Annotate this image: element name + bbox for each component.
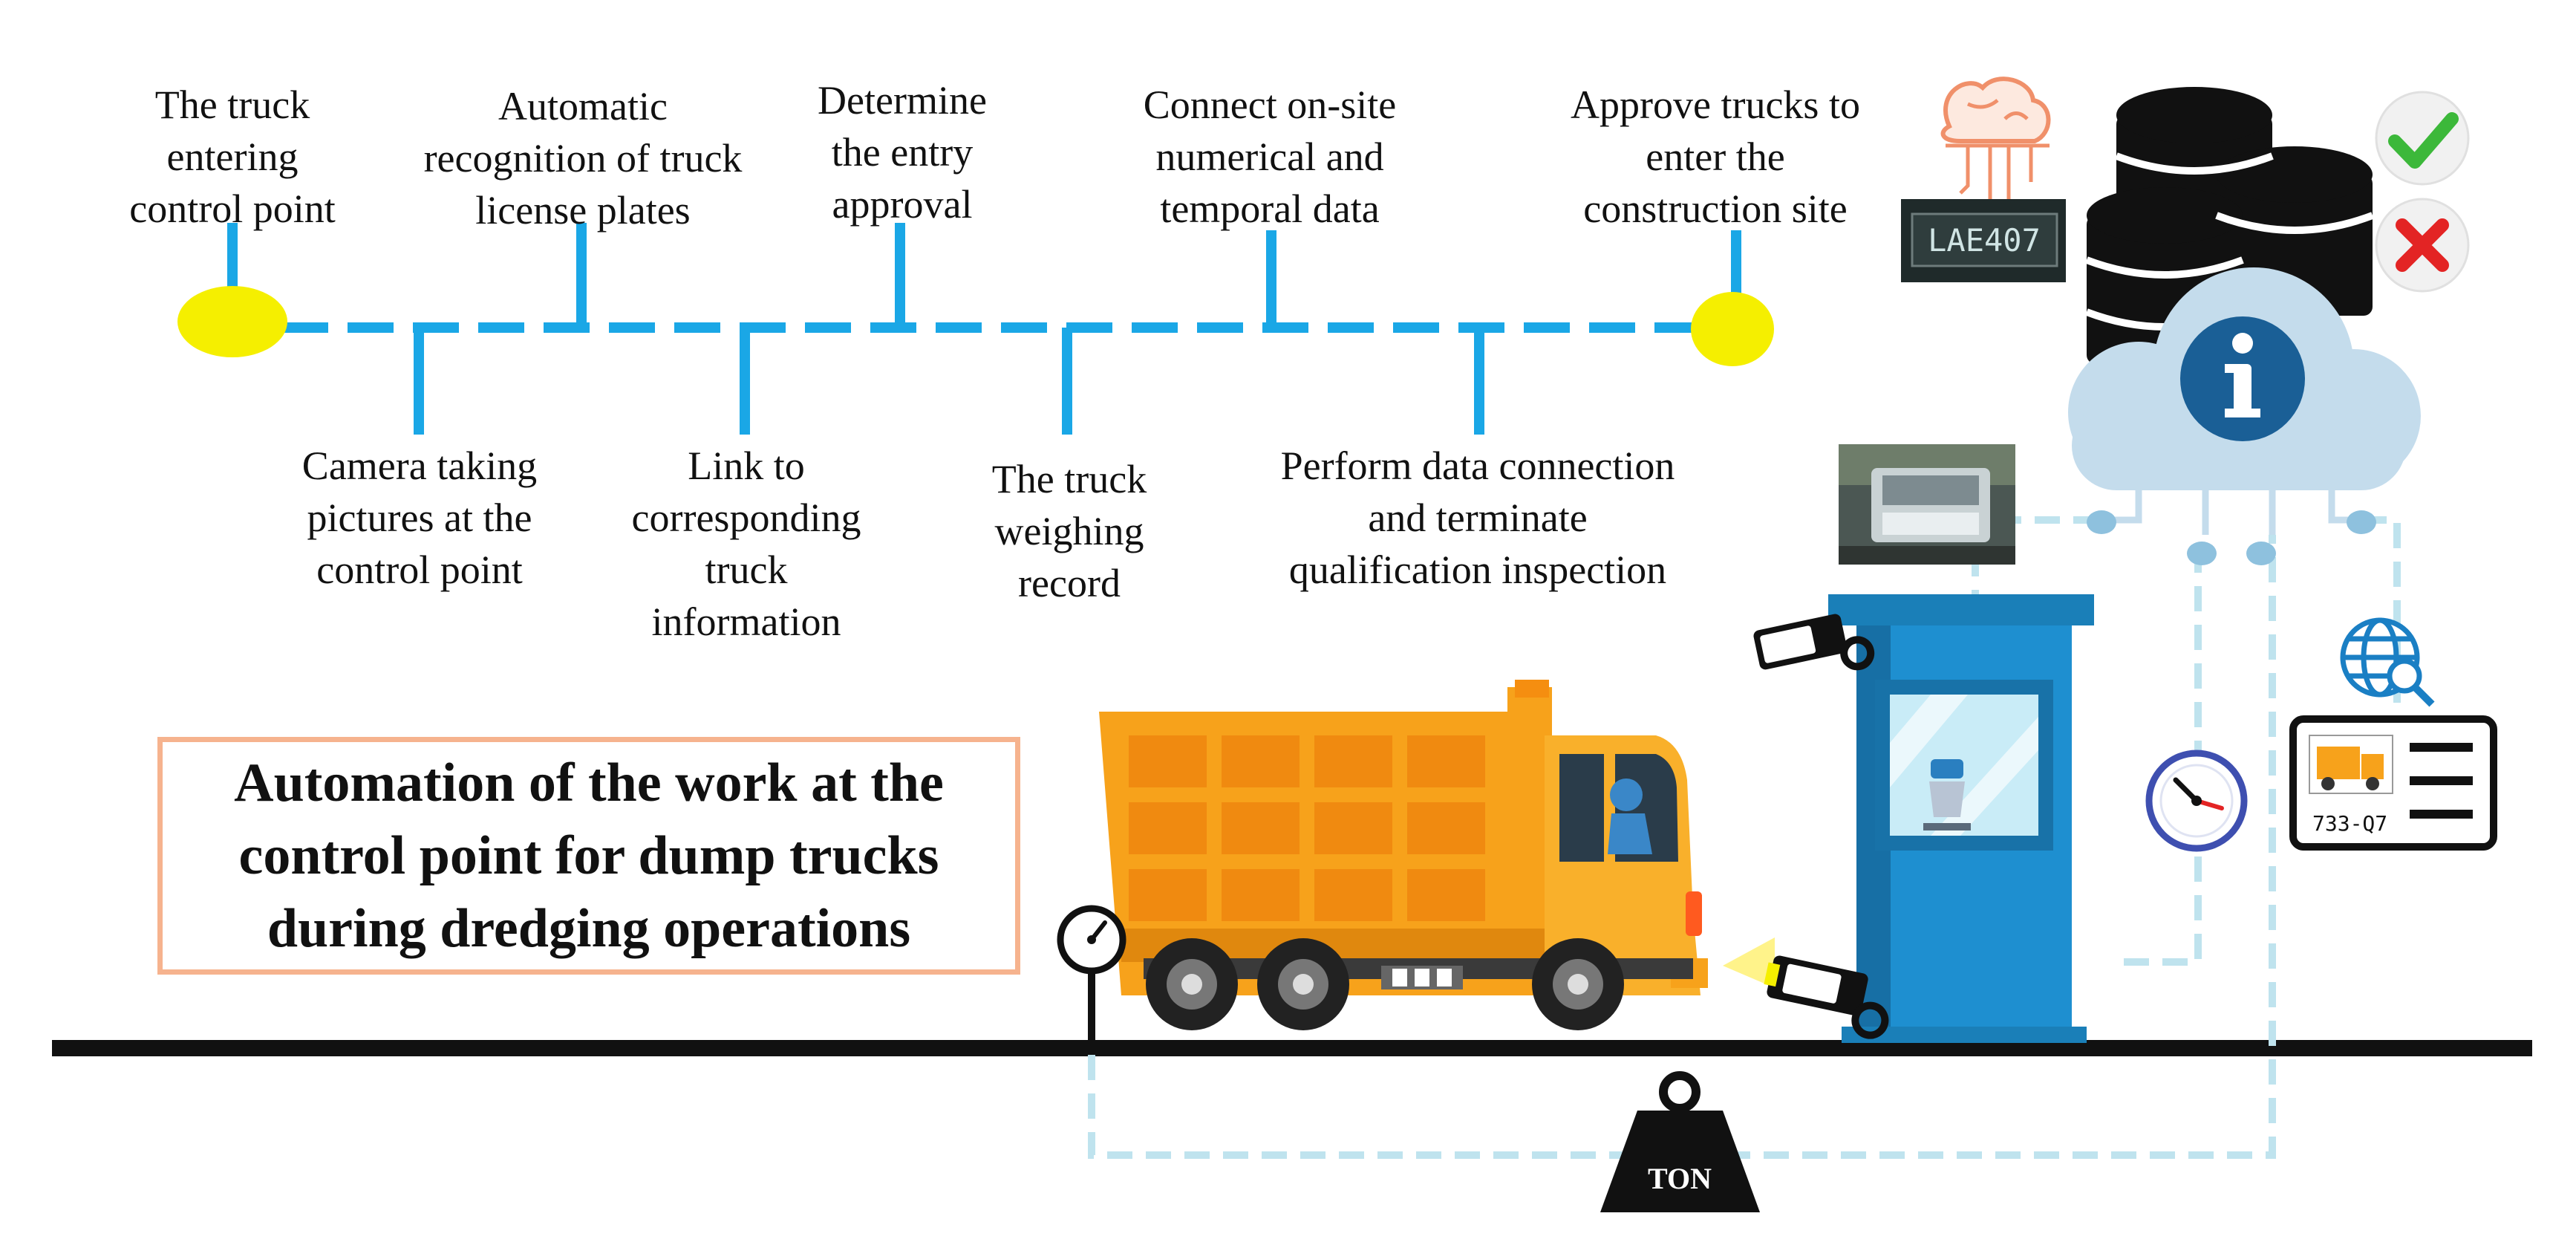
- step-link-truck-info: Link to corresponding truck information: [631, 443, 861, 644]
- scale-to-cloud-link: [1088, 535, 2276, 1159]
- weight-icon: TON: [1600, 1071, 1760, 1212]
- step-connect-data: Connect on-site numerical and temporal d…: [1143, 82, 1397, 231]
- check-icon: [2375, 91, 2470, 186]
- truck-id-card: 733-Q7: [2289, 715, 2497, 851]
- guard-booth: [1828, 594, 2094, 1043]
- timeline-start-node: [177, 286, 287, 357]
- cloud-info-icon: [2068, 267, 2421, 565]
- step-truck-entering: The truck entering control point: [129, 82, 336, 231]
- clock-to-cloud-link: [2124, 535, 2202, 966]
- cctv-camera-icon: [1753, 614, 1875, 671]
- scale-gauge-icon: [1057, 905, 1126, 1044]
- diagram-title: Automation of the work at the control po…: [234, 752, 944, 959]
- step-weighing-record: The truck weighing record: [991, 457, 1147, 605]
- license-plate-photo: LAE407: [1901, 199, 2066, 282]
- weight-label: TON: [1648, 1162, 1712, 1195]
- step-entry-approval: Determine the entry approval: [818, 78, 987, 227]
- step-terminate-inspection: Perform data connection and terminate qu…: [1280, 443, 1675, 592]
- truck-front-photo: [1839, 444, 2015, 565]
- globe-search-icon: [2340, 617, 2435, 707]
- cross-icon: [2375, 198, 2470, 293]
- clock-icon: [2145, 750, 2248, 852]
- ai-brain-icon: [1940, 77, 2051, 215]
- plate-number: 733-Q7: [2312, 811, 2387, 836]
- truck-wheels: [1146, 938, 1624, 1030]
- dump-truck: [1099, 680, 1708, 1030]
- step-approve-entry: Approve trucks to enter the construction…: [1571, 82, 1860, 231]
- title-box: Automation of the work at the control po…: [157, 737, 1020, 975]
- cctv-camera-icon-lower: [1723, 937, 1889, 1039]
- ground-line: [52, 1040, 2532, 1056]
- step-camera-pictures: Camera taking pictures at the control po…: [301, 443, 538, 592]
- process-timeline: [227, 223, 1741, 435]
- plate-photo-text: LAE407: [1928, 222, 2041, 259]
- timeline-end-node: [1691, 292, 1774, 366]
- step-plate-recognition: Automatic recognition of truck license p…: [423, 84, 743, 233]
